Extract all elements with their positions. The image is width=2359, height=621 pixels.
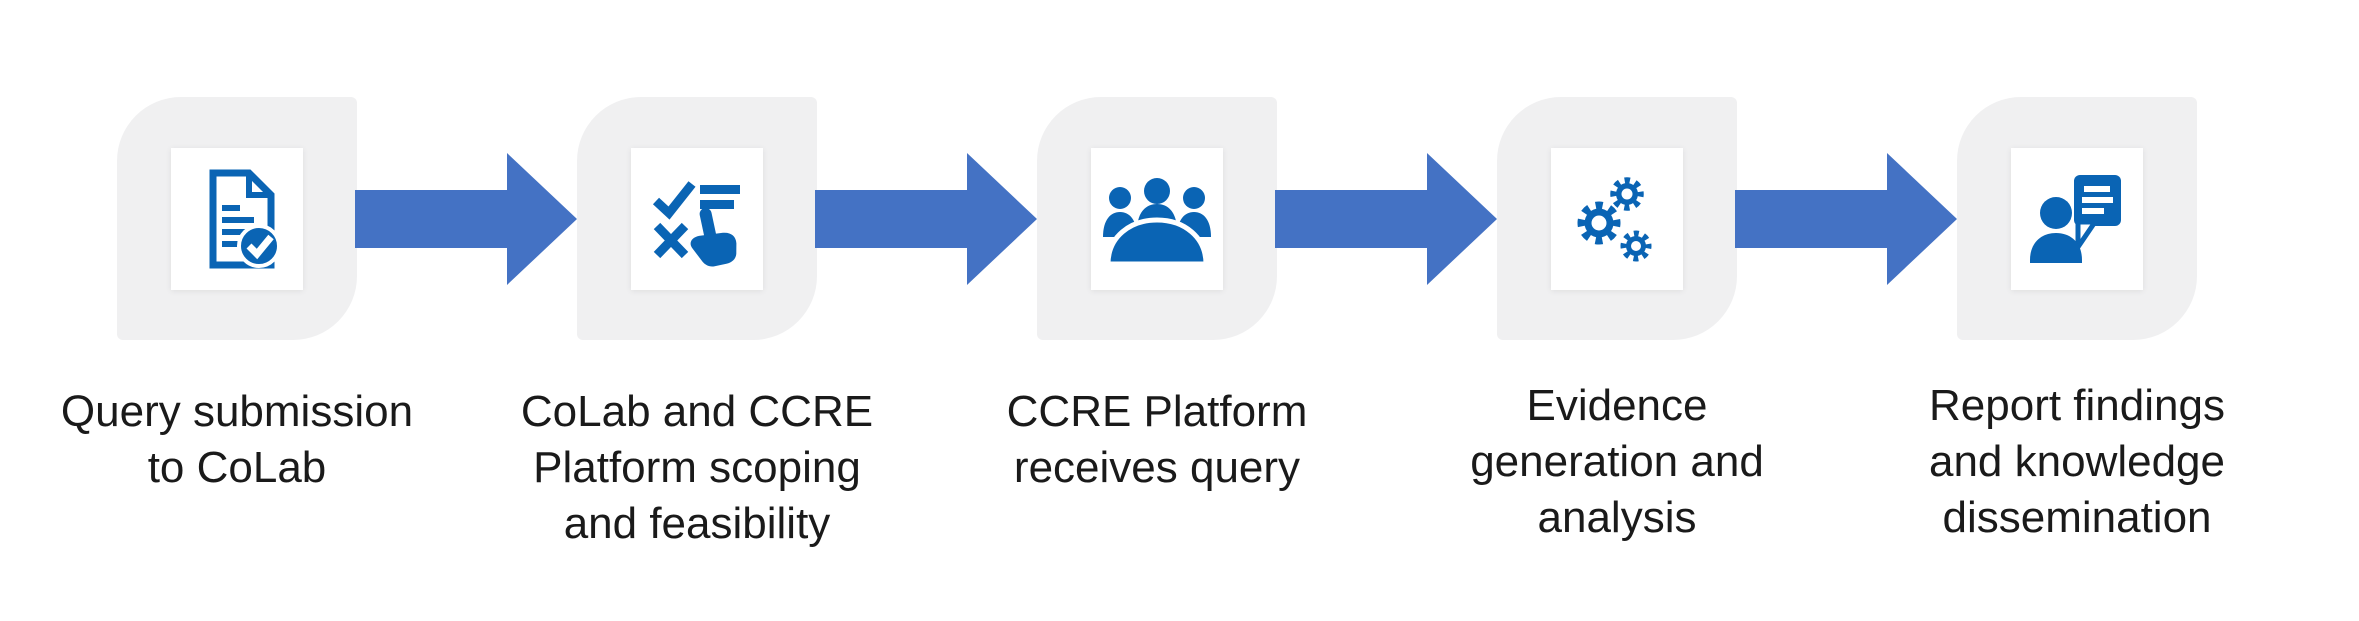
document-check-icon <box>209 169 281 268</box>
step-3-tile <box>1037 97 1277 340</box>
step-4-icon-box <box>1551 147 1683 290</box>
step-1-label: Query submission to CoLab <box>60 387 414 492</box>
step-1-icon-box <box>171 147 303 290</box>
step-5-icon-box <box>2011 147 2143 290</box>
meeting-icon <box>1103 177 1211 266</box>
checklist-hand-icon <box>652 180 740 266</box>
person-speech-bubble-icon <box>2030 174 2121 263</box>
flow-arrow-icon <box>1735 153 1957 285</box>
gears-icon <box>1577 176 1652 261</box>
step-5-tile <box>1957 97 2197 340</box>
flow-arrow-icon <box>355 153 577 285</box>
step-2-icon-box <box>631 147 763 290</box>
step-3-icon-box <box>1091 147 1223 290</box>
step-1-tile <box>117 97 357 340</box>
step-2-label: CoLab and CCRE Platform scoping and feas… <box>520 387 874 548</box>
step-5-label: Report findings and knowledge disseminat… <box>1928 381 2225 542</box>
step-4-tile <box>1497 97 1737 340</box>
flow-arrow-icon <box>815 153 1037 285</box>
flow-arrow-icon <box>1275 153 1497 285</box>
step-3-label: CCRE Platform receives query <box>1006 387 1308 492</box>
step-2-tile <box>577 97 817 340</box>
step-4-label: Evidence generation and analysis <box>1470 381 1764 542</box>
